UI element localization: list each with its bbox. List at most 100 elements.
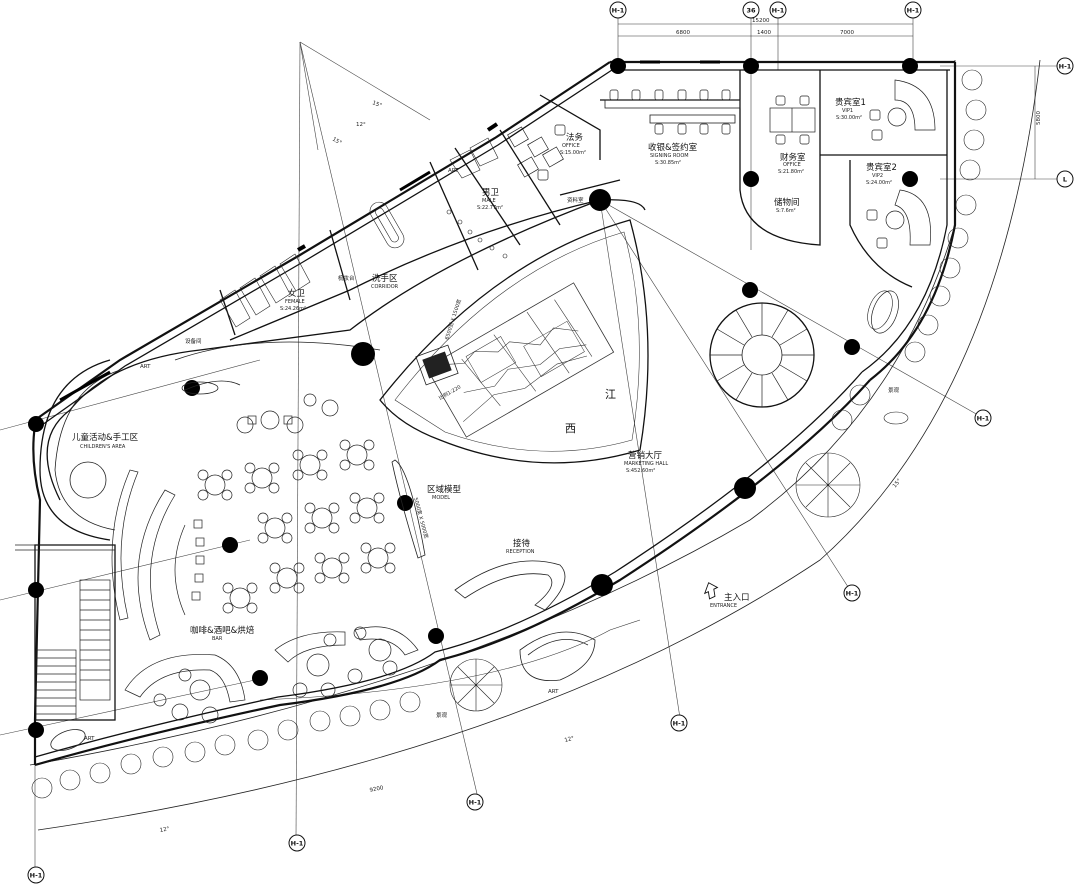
label-art-2: ART [140, 364, 151, 370]
label-finance-en: OFFICE [783, 162, 801, 168]
grid-bubble: H-1 [27, 866, 45, 884]
label-vip1: 贵宾室1 [835, 97, 866, 108]
svg-text:H-1: H-1 [30, 872, 43, 880]
grid-bubble: H-1 [466, 793, 484, 811]
model-and-reception [50, 380, 596, 751]
label-vip2-area: S:24.00m² [866, 180, 892, 186]
label-reception-en: RECEPTION [506, 549, 535, 555]
label-entrance: 主入口 [724, 592, 750, 603]
svg-text:H-1: H-1 [772, 7, 785, 15]
window-marks [59, 60, 720, 402]
svg-text:H-1: H-1 [673, 720, 686, 728]
grid-bubble: H-1 [843, 584, 861, 602]
label-makeup: 梳妆台 [338, 274, 355, 282]
svg-text:H-1: H-1 [907, 7, 920, 15]
label-signing-en: SIGNING ROOM [650, 153, 689, 159]
label-cafe: 咖啡&酒吧&烘焙 [190, 625, 255, 636]
label-jiang: 江 [605, 388, 616, 401]
label-finance: 财务室 [780, 152, 806, 163]
label-legal: 法务 [566, 132, 584, 143]
label-entrance-en: ENTRANCE [710, 603, 737, 609]
grid-bubble: H-1 [769, 1, 787, 19]
label-cafe-en: BAR [212, 636, 223, 642]
label-male-wc-area: S:22.77m² [477, 205, 503, 211]
label-finance-area: S:21.80m² [778, 169, 804, 175]
angle-b: 15° [331, 137, 343, 147]
grid-bubble: H-1 [288, 834, 306, 852]
label-washroom: 洗手区 [372, 273, 398, 284]
signing-room-furniture [604, 89, 741, 135]
grid-bubble: H-1 [609, 1, 627, 19]
grid-bubble: H-1 [1056, 57, 1074, 75]
label-material: 资料室 [567, 196, 584, 204]
label-children: 儿童活动&手工区 [72, 432, 139, 443]
grid-bubble: H-1 [904, 1, 922, 19]
label-vip1-en: VIP1 [842, 108, 853, 114]
dim-right: 5800 [1036, 111, 1042, 125]
label-equipment: 设备间 [185, 337, 202, 345]
label-storage-area: S:7.6m² [776, 208, 796, 214]
svg-text:H-1: H-1 [612, 7, 625, 15]
dim-total: 15200 [752, 18, 770, 24]
svg-text:36: 36 [746, 7, 756, 15]
room-labels: 法务 OFFICE S:15.00m² 收银&签约室 SIGNING ROOM … [72, 97, 900, 742]
entrance-arrow-icon [703, 582, 719, 600]
label-signing-area: S:30.85m² [655, 160, 681, 166]
sand-table [379, 219, 649, 464]
angle-e: 12° [564, 736, 575, 744]
label-legal-en: OFFICE [562, 143, 580, 149]
bar-islands [124, 626, 419, 724]
label-vip2-en: VIP2 [872, 173, 883, 179]
label-art-1: ART [448, 168, 459, 174]
grid-bubble: 36 [742, 1, 760, 19]
label-marketing-en: MARKETING HALL [624, 461, 668, 467]
label-vip2: 贵宾室2 [866, 162, 897, 173]
angle-a: 15° [371, 100, 382, 109]
label-xi: 西 [565, 422, 576, 435]
office-furniture [507, 79, 936, 334]
label-legal-area: S:15.00m² [560, 150, 586, 156]
label-vip1-area: S:30.00m² [836, 115, 862, 121]
label-signing: 收银&签约室 [648, 142, 698, 153]
label-male-wc: 男卫 [482, 188, 500, 198]
grid-bubbles: H-1 36 H-1 H-1 H-1 L H-1 H-1 [27, 1, 1074, 884]
columns [28, 58, 918, 738]
spiral-stair [709, 302, 815, 408]
label-female-wc-en: FEMALE [285, 299, 305, 305]
dim-bottom: 9200 [369, 785, 384, 794]
label-marketing-area: S:452.60m² [626, 468, 655, 474]
dim-seg3: 7000 [840, 30, 854, 36]
label-art-4: ART [548, 689, 559, 695]
axis-lines [0, 16, 1060, 870]
label-children-en: CHILDREN'S AREA [80, 444, 126, 450]
label-landscape-2: 景观 [436, 712, 448, 719]
dim-seg2: 1400 [757, 30, 771, 36]
label-storage: 储物间 [774, 197, 800, 208]
svg-text:H-1: H-1 [846, 590, 859, 598]
svg-text:H-1: H-1 [291, 840, 304, 848]
cafe-tables [111, 393, 396, 641]
site-boundary [29, 59, 1041, 831]
landscape-trees [31, 69, 987, 799]
angle-d: 15° [892, 478, 903, 490]
svg-text:H-1: H-1 [469, 799, 482, 807]
label-male-wc-en: MALE [482, 198, 496, 204]
svg-text:H-1: H-1 [977, 415, 990, 423]
label-washroom-en: CORRIDOR [371, 284, 399, 290]
label-reception: 接待 [513, 538, 531, 549]
label-female-wc-area: S:24.26m² [280, 306, 306, 312]
svg-text:H-1: H-1 [1059, 63, 1072, 71]
dimension-lines: 15200 6800 1400 7000 5800 9200 15° 15° 1… [159, 18, 1042, 834]
grid-bubble: H-1 [974, 409, 992, 427]
label-landscape-1: 景观 [888, 387, 900, 394]
label-art-3: ART [84, 736, 95, 742]
label-marketing: 营销大厅 [628, 450, 663, 461]
grid-bubble: L [1056, 170, 1074, 188]
grid-bubble: H-1 [670, 714, 688, 732]
left-stair [35, 579, 111, 721]
wc-fixtures [219, 137, 508, 328]
svg-text:L: L [1063, 176, 1067, 184]
angle-c: 12° [356, 122, 366, 128]
label-model: 区域模型 [427, 484, 462, 495]
